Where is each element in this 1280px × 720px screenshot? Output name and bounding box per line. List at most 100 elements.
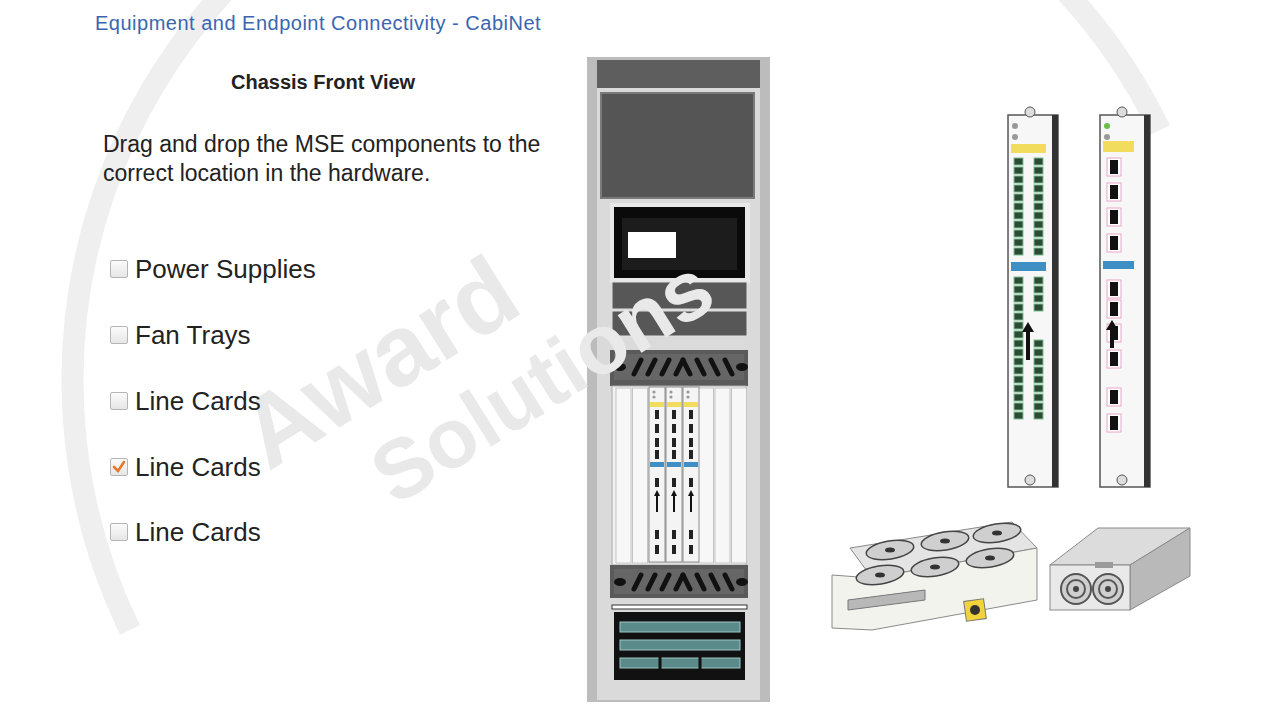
- line-card: [1008, 115, 1058, 487]
- fan-blade: [683, 360, 690, 374]
- fan: [865, 537, 915, 562]
- sfp-port: [1014, 239, 1023, 246]
- card-port: [655, 530, 659, 539]
- sfp-port: [1034, 385, 1043, 392]
- sfp-port: [1034, 230, 1043, 237]
- card-band: [667, 402, 681, 407]
- psu-bay: [620, 658, 740, 668]
- fan-knob: [614, 578, 626, 586]
- sfp-port: [1034, 185, 1043, 192]
- sfp-port: [1014, 295, 1023, 302]
- psu-fan-hub: [1073, 586, 1079, 592]
- card-arrowhead: [688, 490, 694, 496]
- card-slot: [633, 388, 648, 563]
- psu-fan: [1061, 574, 1091, 604]
- option-label: Fan Trays: [135, 319, 251, 352]
- port-frame: [1107, 300, 1121, 318]
- sfp-port: [1014, 185, 1023, 192]
- card-port: [672, 450, 676, 459]
- card-port: [672, 424, 676, 433]
- sfp-port: [1034, 412, 1043, 419]
- fan-blade: [725, 360, 732, 374]
- fan: [910, 554, 960, 579]
- sfp-port: [1014, 176, 1023, 183]
- option-label: Line Cards: [135, 451, 261, 484]
- sfp-port: [1034, 212, 1043, 219]
- sfp-port: [1014, 277, 1023, 284]
- sfp-port: [1014, 340, 1023, 347]
- port: [1110, 352, 1118, 366]
- sfp-port: [1014, 367, 1023, 374]
- card-arrow: [1026, 330, 1030, 360]
- card-band: [684, 402, 698, 407]
- fan-hub: [875, 573, 885, 578]
- led: [669, 390, 672, 393]
- sfp-port: [1014, 412, 1023, 419]
- psu-divider: [659, 656, 662, 670]
- option-label: Power Supplies: [135, 253, 316, 286]
- card-screw: [1117, 107, 1127, 117]
- fan-blade: [648, 575, 655, 589]
- card-band: [650, 462, 664, 467]
- card-slot: [649, 388, 664, 563]
- sfp-port: [1034, 248, 1043, 255]
- card-port: [655, 478, 659, 487]
- fan-blade: [662, 575, 669, 589]
- card-arrow: [673, 494, 675, 512]
- fan-hub: [930, 565, 940, 570]
- fan-hub: [992, 531, 1002, 536]
- port-frame: [1107, 280, 1121, 298]
- sfp-port: [1034, 221, 1043, 228]
- port-frame: [1107, 208, 1121, 226]
- card-port: [655, 424, 659, 433]
- sfp-port: [1034, 167, 1043, 174]
- card-port: [655, 545, 659, 554]
- sfp-port: [1034, 358, 1043, 365]
- checkmark: [111, 459, 127, 475]
- psu-bay: [620, 622, 740, 632]
- sfp-port: [1014, 167, 1023, 174]
- option-label: Line Cards: [135, 516, 261, 549]
- port-frame: [1107, 183, 1121, 201]
- psu-front: [1050, 565, 1130, 610]
- card-arrowhead: [1022, 322, 1034, 332]
- led: [669, 395, 672, 398]
- port: [1110, 416, 1118, 430]
- card-port: [655, 438, 659, 447]
- card-port: [689, 424, 693, 433]
- led: [1104, 123, 1110, 129]
- psu-latch: [1095, 562, 1113, 568]
- card-band: [650, 402, 664, 407]
- card-port: [672, 478, 676, 487]
- sfp-port: [1034, 394, 1043, 401]
- port: [1110, 185, 1118, 199]
- fan: [920, 528, 970, 553]
- led: [686, 395, 689, 398]
- fan-blade: [711, 360, 718, 374]
- fan-tray: [832, 520, 1037, 630]
- rack-top: [597, 60, 760, 88]
- port-frame: [1107, 388, 1121, 406]
- card-port: [672, 410, 676, 419]
- card-slot: [732, 388, 747, 563]
- fan-blade: [683, 575, 690, 589]
- psu-fan: [1093, 574, 1123, 604]
- option-label: Line Cards: [135, 385, 261, 418]
- power-shelf: [614, 612, 745, 680]
- sfp-port: [1034, 158, 1043, 165]
- sfp-port: [1034, 349, 1043, 356]
- power-supply: [1050, 528, 1190, 610]
- sfp-port: [1034, 403, 1043, 410]
- sfp-port: [1034, 340, 1043, 347]
- sfp-port: [1014, 403, 1023, 410]
- checkbox: [110, 458, 128, 476]
- psu-fan-ring: [1099, 580, 1117, 598]
- card-port: [689, 530, 693, 539]
- sfp-port: [1014, 313, 1023, 320]
- checkbox: [110, 260, 128, 278]
- sfp-port: [1014, 385, 1023, 392]
- card-port: [672, 530, 676, 539]
- page-title: Equipment and Endpoint Connectivity - Ca…: [95, 11, 541, 36]
- fan-knob: [736, 363, 748, 371]
- card-slot: [616, 388, 631, 563]
